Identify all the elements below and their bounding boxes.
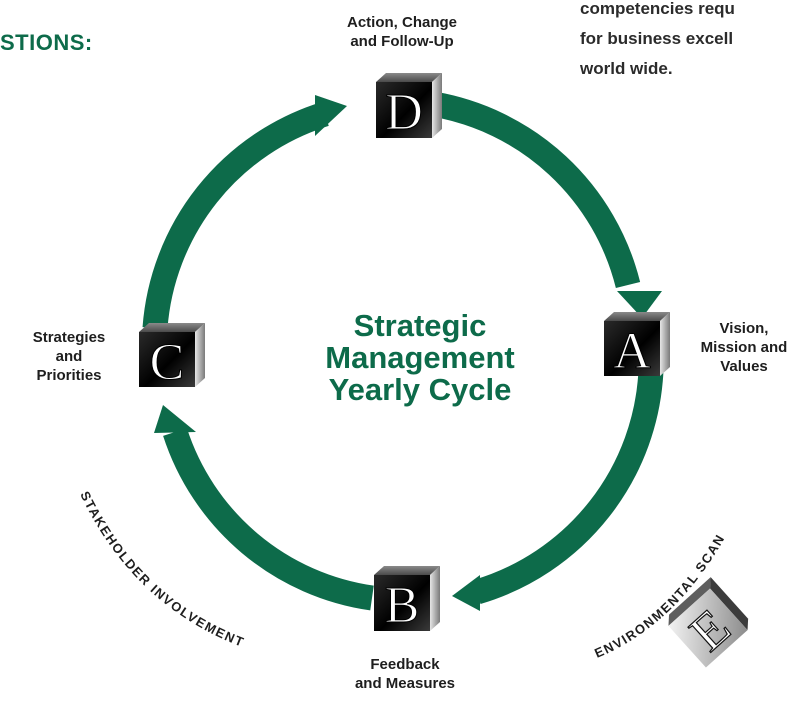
- block-b: B: [374, 566, 440, 635]
- arrowhead-to-d: [315, 95, 347, 136]
- note-line: for business excell: [580, 29, 734, 48]
- note-line: world wide.: [580, 59, 673, 78]
- arc-b-to-c: [163, 428, 374, 611]
- center-title: Strategic Management Yearly Cycle: [270, 310, 570, 406]
- note-text: competencies requ for business excell wo…: [580, 0, 735, 84]
- center-title-line: Yearly Cycle: [328, 372, 512, 407]
- label-line: Strategies: [32, 329, 106, 346]
- arc-d-to-a: [430, 91, 641, 289]
- arrowhead-to-b: [452, 575, 480, 611]
- label-line: Priorities: [36, 367, 102, 384]
- block-a-letter: A: [613, 323, 651, 380]
- arrowhead-to-a: [617, 291, 662, 318]
- arc-c-to-d: [142, 102, 329, 329]
- label-feedback-measures: Feedback and Measures: [320, 655, 490, 693]
- partial-heading: STIONS:: [0, 30, 93, 55]
- label-line: and Follow-Up: [350, 33, 454, 50]
- arc-a-to-b: [473, 369, 664, 604]
- label-line: Action, Change: [346, 14, 457, 31]
- label-line: Vision,: [719, 320, 769, 337]
- block-d-letter: D: [385, 84, 423, 141]
- label-line: Values: [720, 358, 768, 375]
- block-d: D: [376, 73, 442, 142]
- label-vision-mission: Vision, Mission and Values: [682, 319, 806, 376]
- block-a: A: [604, 312, 670, 381]
- block-c-letter: C: [150, 334, 185, 391]
- center-title-line: Management: [325, 340, 515, 375]
- arrow-heads: [154, 95, 662, 611]
- label-line: and: [55, 348, 83, 365]
- label-line: Mission and: [700, 339, 788, 356]
- cycle-arrows: [142, 91, 664, 611]
- label-line: and Measures: [354, 675, 456, 692]
- block-b-letter: B: [385, 577, 420, 634]
- label-strategies-priorities: Strategies and Priorities: [14, 328, 124, 385]
- center-title-line: Strategic: [353, 308, 487, 343]
- note-line: competencies requ: [580, 0, 735, 18]
- label-action-change: Action, Change and Follow-Up: [322, 13, 482, 51]
- arrowhead-to-c: [154, 405, 196, 433]
- label-line: Feedback: [370, 656, 440, 673]
- block-c: C: [139, 323, 205, 392]
